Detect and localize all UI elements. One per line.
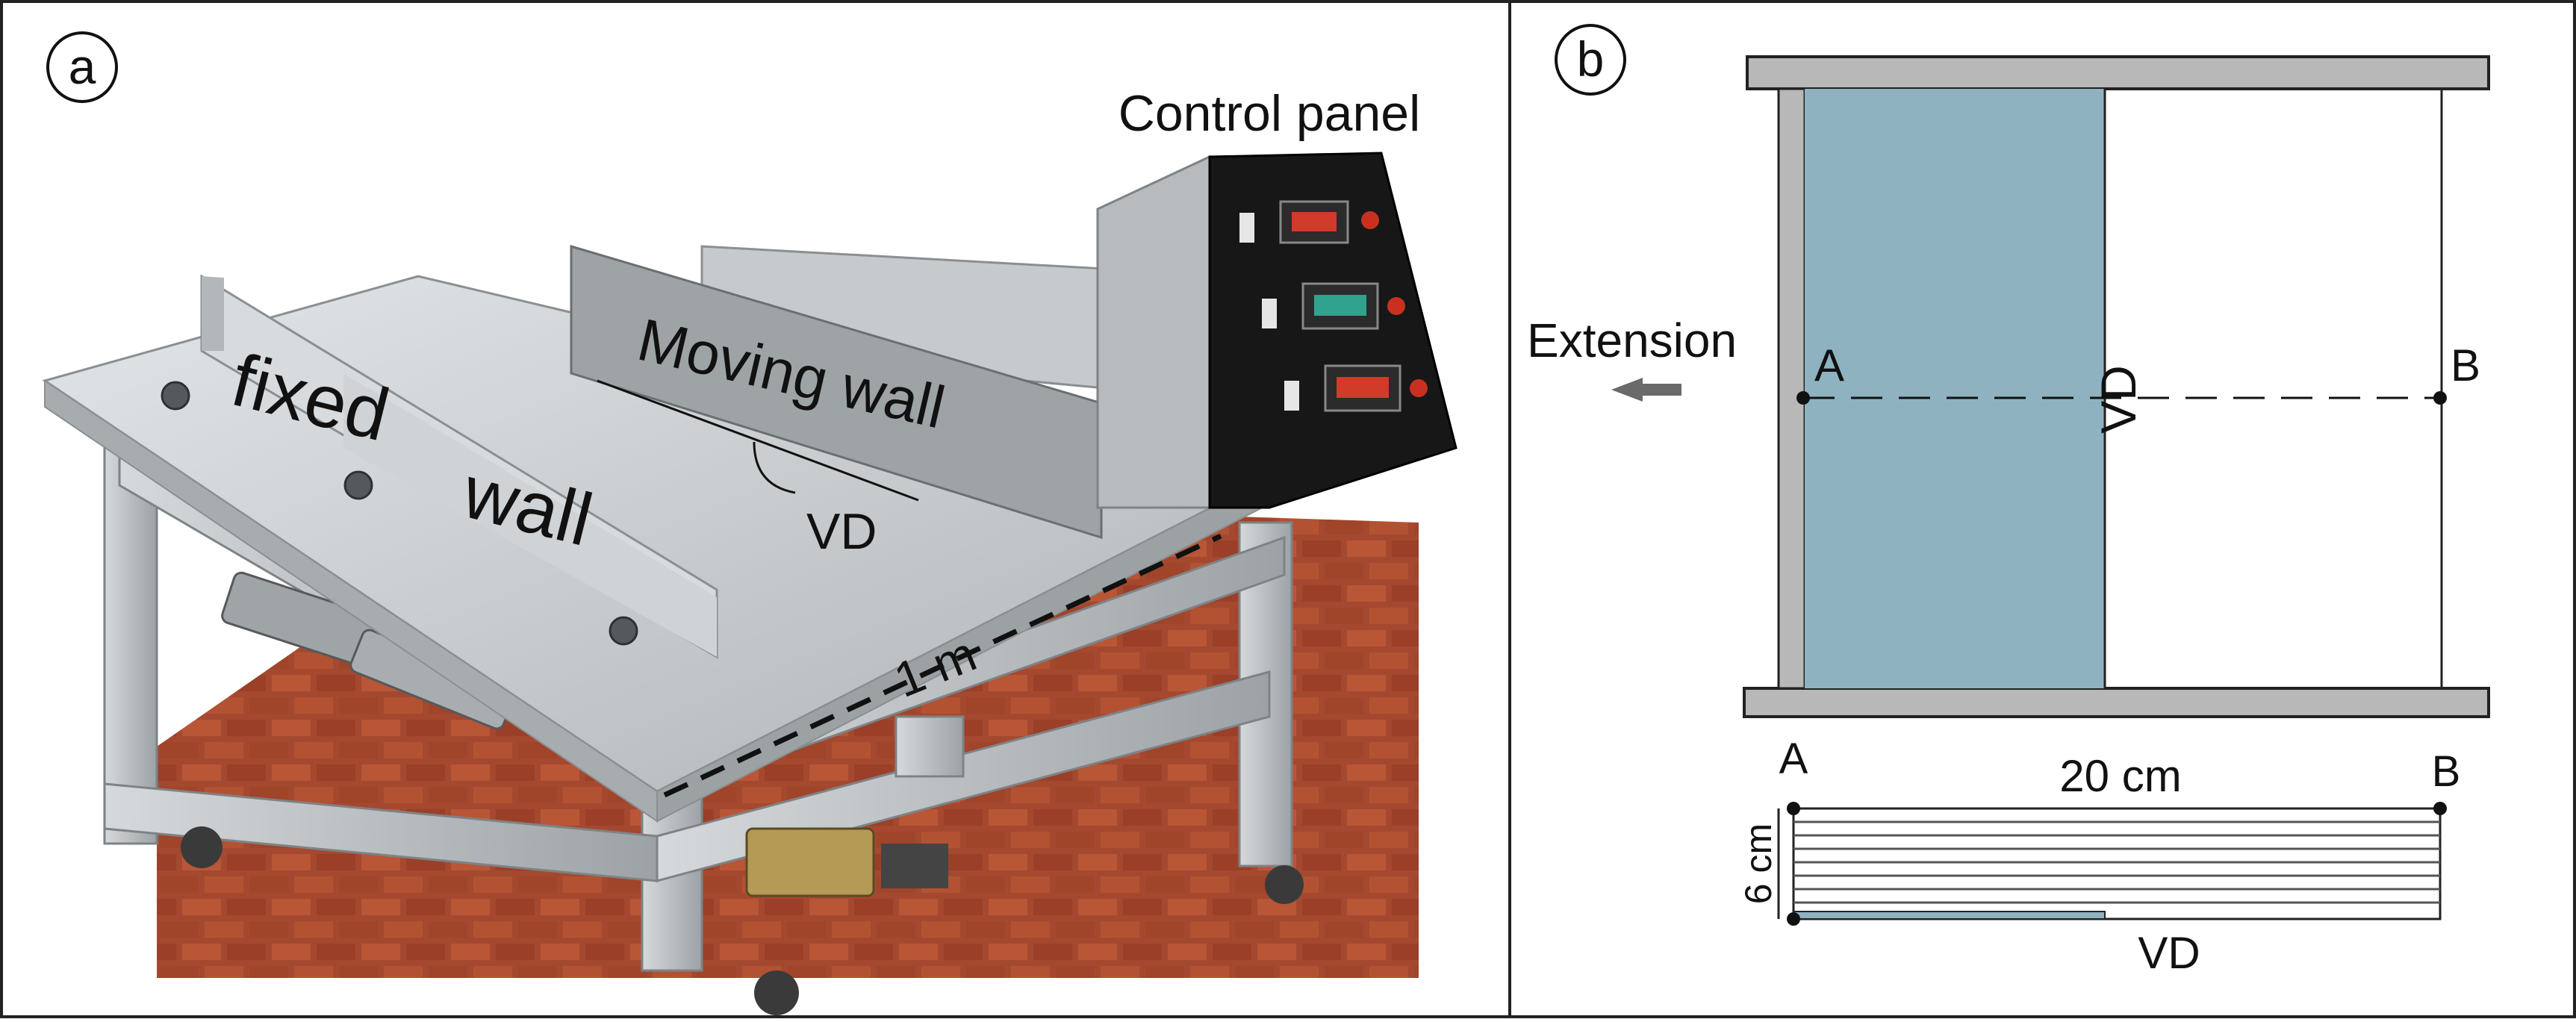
width-label: 20 cm <box>2059 751 2181 801</box>
control-panel-displays <box>1239 200 1428 412</box>
bottom-plate <box>1743 687 2490 718</box>
section-point-b-marker <box>2433 802 2447 815</box>
section-box <box>1792 807 2442 920</box>
viscous-layer <box>1805 89 2105 688</box>
point-b-marker <box>2433 391 2447 405</box>
panel-a-label: a <box>69 39 96 94</box>
bolts <box>161 381 638 646</box>
panel-a: a Control panel fixed wall Moving wall V… <box>42 31 1457 1015</box>
section-point-b-label: B <box>2432 747 2461 796</box>
panel-b: b A B VD Extension <box>1527 24 2490 978</box>
wheels <box>181 826 1304 1015</box>
fixed-wall-end <box>202 276 224 351</box>
section-layers <box>1793 820 2440 904</box>
section-base-marker <box>1787 912 1800 926</box>
vd-section-label: VD <box>2138 928 2200 978</box>
section-viscous-layer <box>1793 911 2106 920</box>
moving-wall <box>570 244 1103 540</box>
extension-label: Extension <box>1527 314 1737 367</box>
panel-b-label: b <box>1577 31 1605 87</box>
control-panel-face <box>1208 152 1457 509</box>
section-point-a-marker <box>1787 802 1800 815</box>
control-panel-housing <box>1096 155 1211 509</box>
under-table-machinery <box>221 571 948 897</box>
vd-edge-line <box>597 379 919 502</box>
control-panel-label: Control panel <box>1119 85 1420 142</box>
panel-a-circle <box>46 31 118 103</box>
moving-plate <box>1777 87 1806 690</box>
vd-photo-label: VD <box>806 503 877 560</box>
panel-b-circle <box>1555 24 1626 96</box>
length-dashed-line <box>663 533 1222 798</box>
point-a-marker <box>1796 391 1810 405</box>
cross-section: A B 20 cm 6 cm VD <box>1737 735 2460 978</box>
plan-view: A B VD Extension <box>1527 55 2490 718</box>
vd-leader-line <box>753 441 796 494</box>
point-b-label: B <box>2451 340 2480 390</box>
top-plate <box>1746 55 2490 90</box>
extension-arrow-icon <box>1611 378 1681 402</box>
vd-plan-label: VD <box>2091 365 2146 434</box>
height-label: 6 cm <box>1737 823 1779 904</box>
section-point-a-label: A <box>1779 735 1808 783</box>
point-a-label: A <box>1814 340 1844 390</box>
fixed-wall-face <box>343 373 717 657</box>
